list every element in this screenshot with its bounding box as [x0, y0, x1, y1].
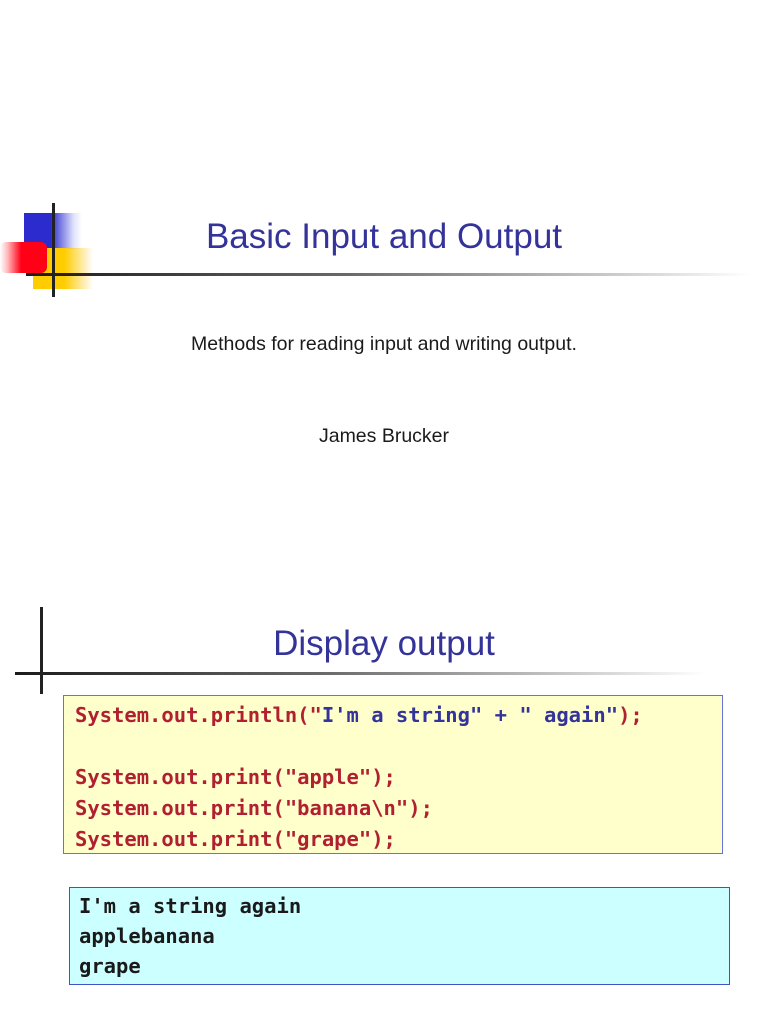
code-line — [75, 731, 722, 762]
code-line: System.out.print("grape"); — [75, 824, 722, 855]
slide2-horizontal-rule — [15, 672, 705, 675]
slide1-subtitle: Methods for reading input and writing ou… — [191, 333, 577, 355]
slide2-title: Display output — [273, 624, 495, 663]
code-segment-red: System.out.println(" — [75, 703, 322, 727]
console-output-box: I'm a string again applebanana grape — [69, 887, 730, 985]
code-line: System.out.print("banana\n"); — [75, 793, 722, 824]
title-vertical-rule — [52, 203, 55, 297]
slide2-vertical-rule — [40, 607, 43, 694]
logo-red-square — [0, 242, 47, 273]
code-line: System.out.print("apple"); — [75, 762, 722, 793]
title-horizontal-rule — [26, 273, 750, 276]
code-segment-red: System.out.print("banana\n"); — [75, 796, 433, 820]
output-line: applebanana — [79, 924, 215, 948]
output-line: I'm a string again — [79, 894, 302, 918]
slide1-title: Basic Input and Output — [205, 217, 563, 256]
code-line: System.out.println("I'm a string" + " ag… — [75, 700, 722, 731]
author-name: James Brucker — [318, 425, 450, 447]
code-segment-red: System.out.print("grape"); — [75, 827, 396, 851]
code-segment-red: System.out.print("apple"); — [75, 765, 396, 789]
code-segment-red: ); — [618, 703, 643, 727]
output-line: grape — [79, 954, 141, 978]
code-segment-blue: I'm a string" + " again" — [321, 703, 619, 727]
code-snippet-box: System.out.println("I'm a string" + " ag… — [63, 695, 723, 854]
